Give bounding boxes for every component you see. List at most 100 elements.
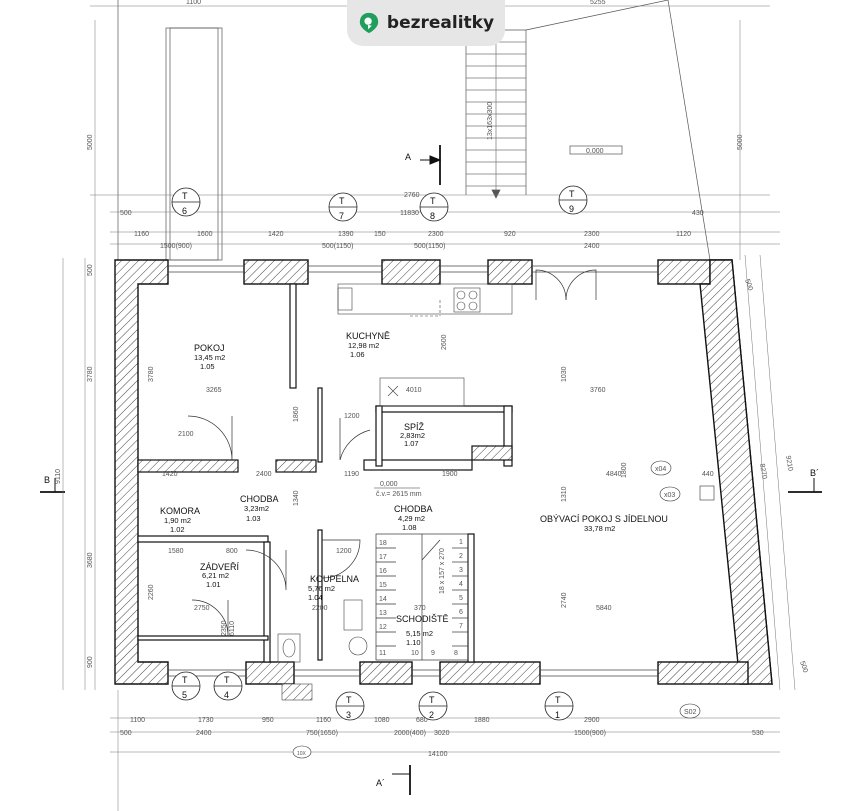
svg-text:1: 1 bbox=[459, 539, 463, 546]
svg-text:1.03: 1.03 bbox=[246, 514, 261, 523]
room-komora: KOMORA 1,90 m2 1.02 bbox=[160, 506, 200, 534]
svg-text:500(1150): 500(1150) bbox=[322, 243, 353, 250]
svg-text:2300: 2300 bbox=[584, 231, 600, 238]
svg-text:1030: 1030 bbox=[561, 366, 568, 382]
svg-text:3780: 3780 bbox=[87, 366, 94, 382]
svg-text:KOUPELNA: KOUPELNA bbox=[310, 574, 359, 584]
svg-text:5840: 5840 bbox=[596, 605, 612, 612]
svg-text:6: 6 bbox=[182, 206, 187, 216]
svg-text:12,98 m2: 12,98 m2 bbox=[348, 341, 379, 350]
svg-text:500: 500 bbox=[87, 264, 94, 276]
svg-text:1860: 1860 bbox=[293, 406, 300, 422]
svg-text:3680: 3680 bbox=[87, 552, 94, 568]
stair-steps-right: 1 2 3 4 5 6 7 8 9 bbox=[431, 539, 463, 657]
room-schodiste: SCHODIŠTĚ 5,15 m2 1.10 bbox=[396, 614, 449, 647]
svg-text:5,15 m2: 5,15 m2 bbox=[406, 629, 433, 638]
svg-text:10: 10 bbox=[411, 650, 419, 657]
svg-text:3760: 3760 bbox=[590, 387, 606, 394]
stair-steps-left: 18 17 16 15 14 13 12 11 10 bbox=[379, 540, 419, 657]
dims-inner: 3265 4010 3760 2100 2400 1190 1900 4840 … bbox=[148, 334, 628, 636]
svg-text:T: T bbox=[224, 675, 230, 685]
svg-text:ZÁDVEŘÍ: ZÁDVEŘÍ bbox=[200, 562, 240, 572]
svg-text:5,76 m2: 5,76 m2 bbox=[308, 584, 335, 593]
svg-text:1390: 1390 bbox=[338, 231, 354, 238]
svg-text:1730: 1730 bbox=[198, 717, 214, 724]
svg-text:2400: 2400 bbox=[196, 730, 212, 737]
svg-text:5000: 5000 bbox=[737, 134, 744, 150]
svg-text:6: 6 bbox=[459, 609, 463, 616]
svg-text:1.02: 1.02 bbox=[170, 525, 185, 534]
outer-walls bbox=[114, 259, 773, 685]
svg-text:15: 15 bbox=[379, 582, 387, 589]
svg-text:9: 9 bbox=[431, 650, 435, 657]
svg-text:2000(400): 2000(400) bbox=[394, 730, 426, 737]
section-b-prime-marker bbox=[788, 478, 822, 493]
svg-text:2260: 2260 bbox=[148, 584, 155, 600]
staircase bbox=[375, 533, 469, 661]
svg-text:2740: 2740 bbox=[561, 592, 568, 608]
axis-labels-bottom: T 5 T 4 T 3 T 2 T 1 bbox=[182, 675, 561, 720]
svg-text:11: 11 bbox=[379, 650, 386, 657]
svg-text:500: 500 bbox=[120, 730, 132, 737]
svg-text:920: 920 bbox=[504, 231, 516, 238]
brand-badge[interactable]: bezrealitky bbox=[347, 0, 505, 46]
svg-text:1160: 1160 bbox=[316, 717, 331, 724]
room-koupelna: KOUPELNA 5,76 m2 1.04 bbox=[308, 574, 359, 602]
svg-text:2400: 2400 bbox=[256, 471, 272, 478]
svg-text:1580: 1580 bbox=[168, 548, 184, 555]
svg-text:8: 8 bbox=[454, 650, 458, 657]
svg-text:1.10: 1.10 bbox=[406, 638, 421, 647]
svg-text:150: 150 bbox=[374, 231, 386, 238]
svg-text:1: 1 bbox=[555, 710, 560, 720]
room-chodba-2: CHODBA 4,29 m2 1.08 bbox=[394, 504, 433, 532]
room-pokoj: POKOJ 13,45 m2 1.05 bbox=[194, 343, 225, 371]
svg-text:750(1650): 750(1650) bbox=[306, 730, 338, 737]
svg-text:5: 5 bbox=[459, 595, 463, 602]
svg-text:1500(900): 1500(900) bbox=[574, 730, 606, 737]
room-zadveri: ZÁDVEŘÍ 6,21 m2 1.01 bbox=[200, 562, 240, 589]
svg-text:1340: 1340 bbox=[293, 490, 300, 506]
svg-text:x04: x04 bbox=[655, 466, 666, 473]
axis-markers-bottom bbox=[171, 671, 574, 721]
svg-text:14100: 14100 bbox=[428, 751, 448, 758]
svg-text:T: T bbox=[339, 196, 345, 206]
svg-text:680: 680 bbox=[416, 717, 428, 724]
dims-top: 1100 5255 2760 500 11830 430 1160 1600 1… bbox=[120, 0, 704, 250]
svg-text:1.06: 1.06 bbox=[350, 350, 365, 359]
svg-text:1.04: 1.04 bbox=[308, 593, 323, 602]
svg-text:S02: S02 bbox=[684, 709, 697, 716]
svg-text:4: 4 bbox=[224, 690, 229, 700]
axis-markers-top bbox=[171, 185, 588, 222]
svg-text:3: 3 bbox=[346, 710, 351, 720]
svg-text:POKOJ: POKOJ bbox=[194, 343, 225, 353]
svg-text:9110: 9110 bbox=[55, 469, 62, 484]
section-a-marker bbox=[420, 145, 442, 185]
svg-text:3,23m2: 3,23m2 bbox=[244, 504, 269, 513]
svg-text:CHODBA: CHODBA bbox=[394, 504, 433, 514]
svg-text:1,90 m2: 1,90 m2 bbox=[164, 516, 191, 525]
svg-text:1.05: 1.05 bbox=[200, 362, 215, 371]
svg-text:2350: 2350 bbox=[221, 620, 228, 636]
svg-text:2300: 2300 bbox=[428, 231, 444, 238]
section-a-prime-marker bbox=[392, 765, 411, 795]
svg-text:5000: 5000 bbox=[87, 134, 94, 150]
svg-text:T: T bbox=[569, 189, 575, 199]
svg-text:x03: x03 bbox=[664, 492, 675, 499]
brand-name: bezrealitky bbox=[386, 13, 495, 33]
svg-text:9: 9 bbox=[569, 204, 574, 214]
svg-text:2: 2 bbox=[429, 710, 434, 720]
svg-text:33,78 m2: 33,78 m2 bbox=[584, 524, 615, 533]
svg-text:13,45 m2: 13,45 m2 bbox=[194, 353, 225, 362]
svg-text:440: 440 bbox=[702, 471, 714, 478]
svg-text:1100: 1100 bbox=[186, 0, 201, 6]
kitchen-fixtures bbox=[337, 283, 513, 407]
svg-text:6110: 6110 bbox=[229, 621, 236, 636]
svg-text:7: 7 bbox=[459, 623, 463, 630]
svg-text:2200: 2200 bbox=[312, 605, 328, 612]
svg-text:18: 18 bbox=[379, 540, 387, 547]
section-a-prime-label: A´ bbox=[376, 778, 385, 788]
svg-text:500(1150): 500(1150) bbox=[414, 243, 445, 250]
inner-walls bbox=[137, 283, 513, 663]
svg-text:2,83m2: 2,83m2 bbox=[400, 431, 425, 440]
